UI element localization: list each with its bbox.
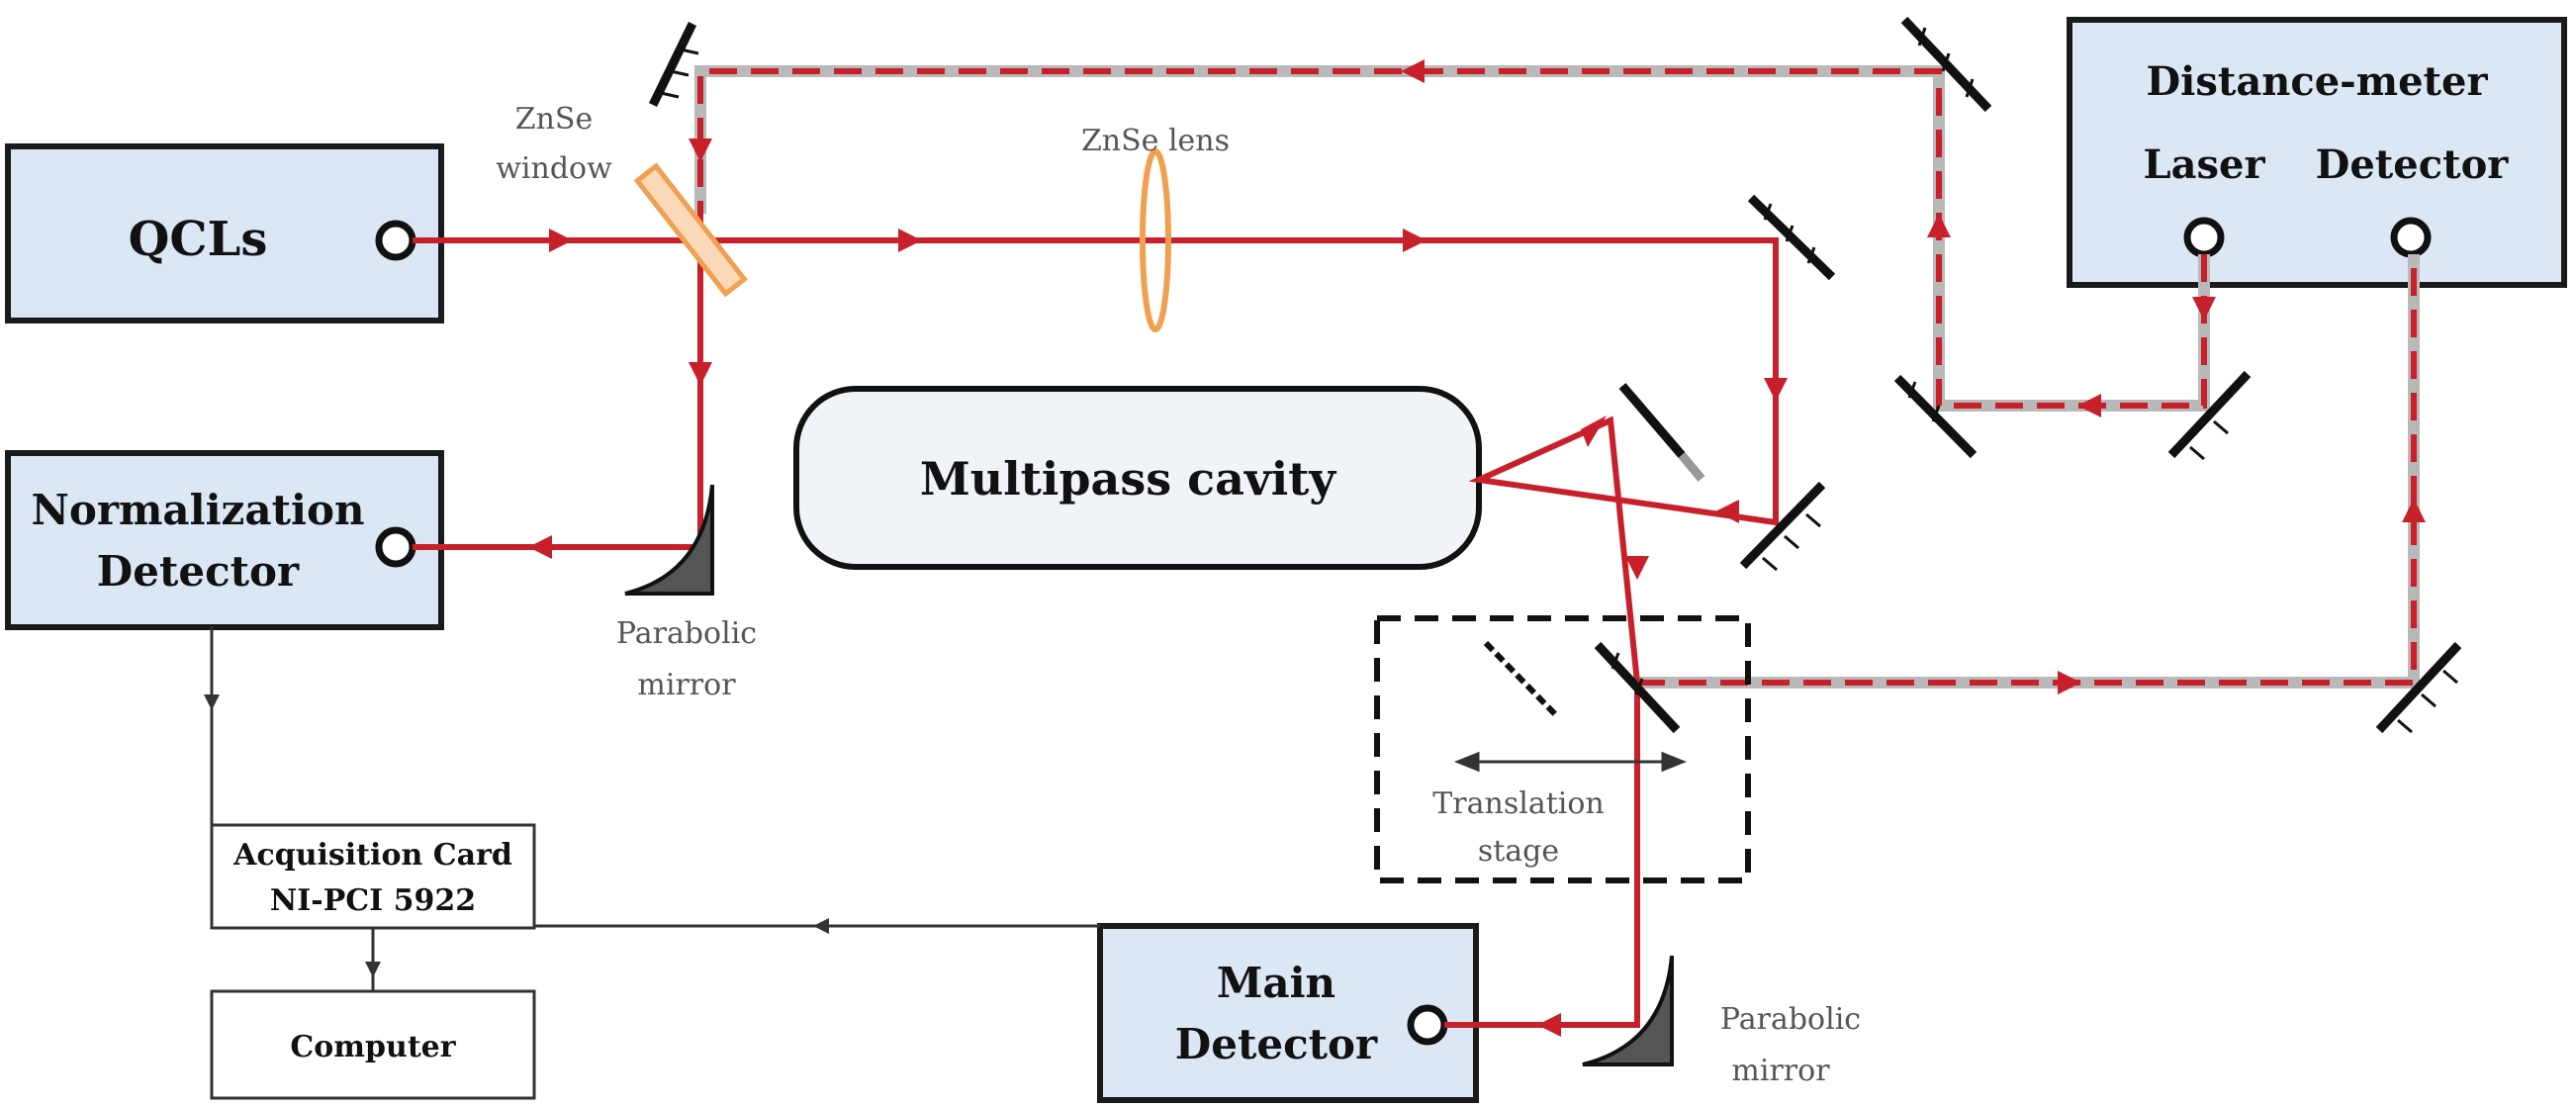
arrow-r2 [898, 229, 922, 252]
signal-arrow-down-1 [204, 694, 220, 710]
znse-window-label-line2: window [496, 151, 612, 186]
translation-label-line2: stage [1478, 834, 1559, 869]
signal-arrow-left [813, 918, 829, 934]
arrow-r3 [1403, 229, 1426, 252]
normalization-label-line1: Normalization [31, 486, 364, 534]
arrow-dm-up1 [1927, 214, 1951, 237]
arrow-d1 [1764, 378, 1788, 402]
parabolic-bottom-label-line1: Parabolic [1720, 1002, 1861, 1037]
arrow-dm-down1 [689, 138, 712, 162]
signal-arrows [204, 694, 829, 977]
mirror-dm-left-bottom [1893, 374, 1978, 459]
translation-double-arrow [1453, 751, 1688, 773]
acquisition-card-box: Acquisition Card NI-PCI 5922 [210, 823, 536, 930]
main-detector-box: Main Detector [1097, 923, 1479, 1103]
mirror-top-right [1900, 16, 1992, 113]
laser-port [2183, 217, 2225, 258]
mirror-beam-right-top [1747, 194, 1836, 281]
main-detector-port [1407, 1004, 1448, 1046]
znse-lens-label: ZnSe lens [1081, 124, 1230, 158]
arrow-r1 [549, 229, 573, 252]
distance-meter-beam [694, 65, 2420, 689]
parabolic-top-label-line2: mirror [637, 668, 736, 702]
arrow-dm-down2 [2192, 297, 2216, 321]
multipass-cavity: Multipass cavity [793, 386, 1482, 570]
mirror-beam-right-bottom [1739, 481, 1826, 572]
arrow-prism-up [1581, 416, 1607, 447]
mirror-dm-far-right [2375, 641, 2462, 734]
distance-meter-box: Distance-meter Laser Detector [2067, 17, 2567, 288]
acquisition-label-line1: Acquisition Card [232, 838, 512, 873]
detector-label: Detector [2316, 141, 2510, 188]
normalization-port [375, 526, 416, 568]
qcls-label: QCLs [129, 212, 268, 267]
computer-label: Computer [290, 1030, 456, 1064]
main-label-line2: Detector [1175, 1020, 1378, 1068]
translation-label-line1: Translation [1432, 786, 1604, 821]
beam-arrows [528, 59, 2426, 1037]
translation-stage-box [1374, 615, 1751, 883]
arrow-dm-right [2058, 671, 2081, 694]
mirror-prism-fold [1618, 383, 1705, 482]
arrow-dm-left [1401, 59, 1425, 83]
dm-beam-dash [697, 68, 2417, 686]
parabolic-mirror-bottom [1582, 955, 1674, 1066]
arrow-l1 [1715, 500, 1739, 523]
mirror-dm-right-bottom [2167, 370, 2252, 461]
detector-port [2390, 217, 2432, 258]
mirror-translation-left [1483, 640, 1561, 720]
laser-label: Laser [2143, 141, 2265, 188]
acquisition-label-line2: NI-PCI 5922 [270, 883, 476, 918]
arrow-dm-up2 [2402, 499, 2426, 522]
normalization-label-line2: Detector [97, 547, 300, 596]
arrow-d3 [689, 362, 712, 386]
normalization-detector-box: Normalization Detector [5, 450, 444, 630]
parabolic-bottom-label-line2: mirror [1731, 1054, 1830, 1088]
main-label-line1: Main [1217, 959, 1335, 1007]
beam-qcl-to-mirror [413, 237, 1779, 1028]
distance-meter-label: Distance-meter [2146, 58, 2488, 105]
flat-mirrors [648, 16, 2462, 734]
arrow-dm-left2 [2077, 394, 2101, 417]
mirror-translation-right [1594, 641, 1681, 734]
beam-window-to-normalization [413, 214, 703, 550]
arrow-l3 [1537, 1013, 1561, 1037]
qcls-port [375, 220, 416, 261]
computer-box: Computer [210, 989, 536, 1100]
mirror-top-left [648, 22, 699, 107]
znse-lens [1140, 148, 1171, 332]
znse-window [633, 162, 748, 298]
arrow-l2 [528, 535, 552, 559]
arrow-d2 [1625, 556, 1649, 580]
parabolic-top-label-line1: Parabolic [616, 616, 757, 651]
multipass-label: Multipass cavity [920, 452, 1337, 506]
znse-window-label-line1: ZnSe [515, 102, 593, 137]
signal-arrow-down-2 [365, 962, 381, 977]
qcls-box: QCLs [5, 143, 444, 323]
parabolic-mirror-top [624, 484, 714, 596]
